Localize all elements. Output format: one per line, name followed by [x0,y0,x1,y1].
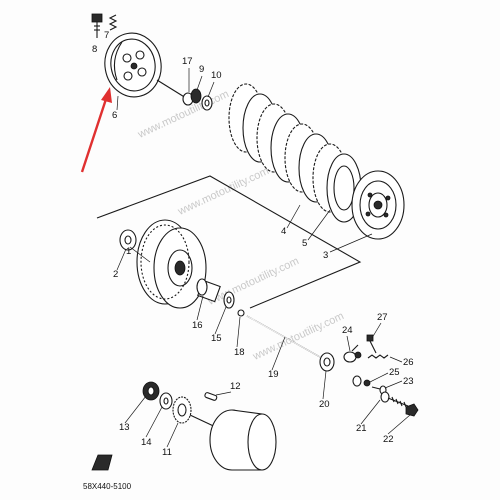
callout-20: 20 [319,399,330,410]
callout-labels: 1 2 3 4 5 6 7 8 9 10 11 12 13 14 15 16 1… [92,30,414,458]
callout-19: 19 [268,369,279,380]
bolt-8 [91,13,103,38]
washer-10 [201,95,213,111]
assembly-outline [96,175,362,309]
callout-8: 8 [92,44,97,55]
callout-23: 23 [403,376,414,387]
reference-icon [91,454,113,471]
clutch-plate-stack [228,83,362,223]
locknut-22 [405,403,419,417]
callout-12: 12 [230,381,241,392]
callout-27: 27 [377,312,388,323]
clutch-housing-1 [136,219,207,309]
callout-9: 9 [199,64,204,75]
clutch-boss-3 [351,170,405,240]
crankshaft-flywheel [189,409,277,471]
callout-26: 26 [403,357,414,368]
watermark-text: www.motoutility.com [175,165,271,218]
spring-7 [108,14,118,31]
callout-7: 7 [104,30,109,41]
pointer-arrow [80,87,112,173]
callout-21: 21 [356,423,367,434]
ball-18 [237,309,245,317]
callout-13: 13 [119,422,130,433]
callout-1: 1 [126,246,131,257]
push-rod-17 [156,79,194,106]
callout-5: 5 [302,238,307,249]
callout-3: 3 [323,250,328,261]
callout-4: 4 [281,226,286,237]
callout-18: 18 [234,347,245,358]
callout-2: 2 [113,269,118,280]
adjust-screw-21 [380,391,409,408]
washer-15 [223,291,235,309]
screw-27 [366,334,377,354]
cam-24 [343,344,362,363]
oil-seal-20 [319,352,335,372]
callout-22: 22 [383,434,394,445]
callout-15: 15 [211,333,222,344]
callout-14: 14 [141,437,152,448]
gear-11 [172,396,192,424]
spring-26 [367,354,389,359]
pin-25 [352,375,371,387]
key-12 [204,392,218,401]
pressure-plate [104,32,162,98]
callout-25: 25 [389,367,400,378]
watermark-text: www.motoutility.com [205,255,301,308]
callout-16: 16 [192,320,203,331]
nut-9 [190,88,202,104]
callout-24: 24 [342,325,353,336]
nut-13 [142,381,160,401]
part-code-label: 58X440-5100 [83,482,132,491]
leader-lines [116,68,411,448]
spacer-16 [196,278,221,303]
washer-2 [119,229,137,251]
washer-14 [159,392,173,410]
callout-10: 10 [211,70,222,81]
callout-11: 11 [162,447,172,458]
callout-6: 6 [112,110,117,121]
callout-17: 17 [182,56,193,67]
push-rod-19 [246,315,321,358]
